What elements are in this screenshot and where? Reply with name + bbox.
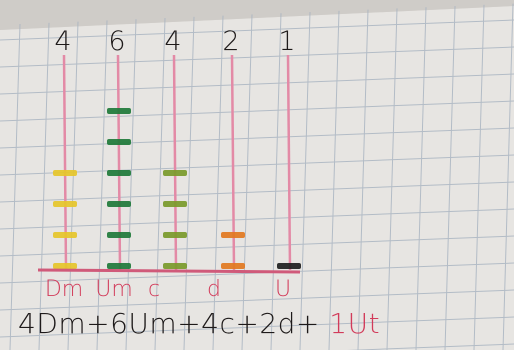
bead-c [163, 263, 187, 269]
grid-line-horizontal [0, 73, 514, 95]
grid-line-horizontal [0, 154, 514, 176]
grid-line-vertical [502, 3, 514, 350]
bead-c [163, 170, 187, 176]
grid-line-vertical [386, 8, 398, 350]
bead-dm [53, 263, 77, 269]
top-digits: 4 6 4 2 1 [54, 26, 295, 57]
digit-dm: 4 [54, 26, 71, 57]
bead-um [107, 139, 131, 145]
bead-c [163, 201, 187, 207]
grid-line-vertical [125, 19, 137, 350]
grid-line-horizontal [0, 208, 514, 230]
grid-line-vertical [67, 21, 79, 350]
expression-units: 1Ut [329, 307, 380, 340]
abacus-base [37, 268, 301, 274]
grid-line-vertical [328, 10, 340, 350]
grid-line-vertical [270, 13, 282, 350]
grid-line-vertical [415, 7, 427, 350]
label-u: U [275, 277, 291, 302]
bead-um [107, 201, 131, 207]
bead-d [221, 263, 245, 269]
grid-line-horizontal [0, 127, 514, 149]
label-d: d [207, 277, 221, 302]
bead-c [163, 232, 187, 238]
grid-line-vertical [299, 11, 311, 350]
grid-line-vertical [183, 16, 195, 350]
grid-line-vertical [9, 23, 21, 350]
digit-u: 1 [278, 26, 295, 57]
grid-line-vertical [212, 15, 224, 350]
bead-um [107, 108, 131, 114]
digit-d: 2 [222, 26, 239, 57]
grid-line-horizontal [0, 181, 514, 203]
bead-um [107, 170, 131, 176]
label-um: Um [95, 277, 133, 302]
grid-line-vertical [473, 4, 485, 350]
bead-dm [53, 201, 77, 207]
label-dm: Dm [45, 277, 83, 302]
bead-u [277, 263, 301, 269]
bead-um [107, 263, 131, 269]
label-c: c [148, 277, 160, 302]
bead-d [221, 232, 245, 238]
bead-dm [53, 232, 77, 238]
grid-line-horizontal [346, 343, 514, 350]
digit-um: 6 [108, 26, 125, 57]
bead-um [107, 232, 131, 238]
grid-line-horizontal [0, 46, 514, 68]
grid-line-horizontal [0, 19, 514, 41]
grid-line-horizontal [0, 289, 514, 311]
grid-line-vertical [241, 14, 253, 350]
grid-line-vertical [38, 22, 50, 350]
expression-main: 4Dm+6Um+4c+2d+ [18, 307, 320, 340]
grid-line-vertical [154, 17, 166, 350]
rod-u [286, 54, 292, 271]
grid-line-horizontal [0, 235, 514, 257]
bead-dm [53, 170, 77, 176]
grid-line-horizontal [0, 316, 514, 338]
digit-c: 4 [164, 26, 181, 57]
expression: 4Dm+6Um+4c+2d+ 1Ut [18, 307, 380, 340]
grid-line-horizontal [0, 100, 514, 122]
grid-line-vertical [357, 9, 369, 350]
abacus-beads [53, 108, 301, 269]
grid-line-vertical [96, 20, 108, 350]
